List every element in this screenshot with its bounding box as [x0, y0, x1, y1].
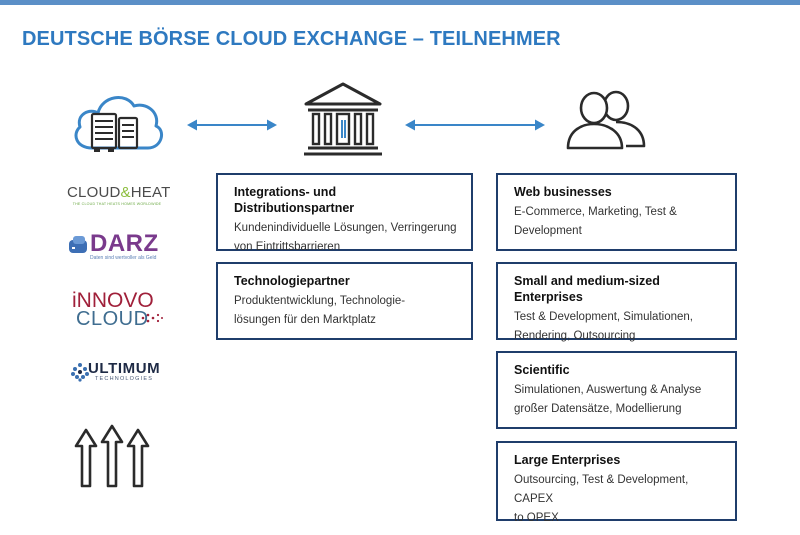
box-text-line: von Eintrittsbarrieren	[234, 241, 341, 253]
upward-arrows-icon	[74, 424, 150, 488]
cloudheat-logo: CLOUD&HEAT THE CLOUD THAT HEATS HOMES WO…	[67, 184, 170, 206]
ultimum-logo-name: ULTIMUM	[88, 360, 161, 377]
box-text-line: Kundenindividuelle Lösungen, Verringerun…	[234, 222, 457, 234]
page-title: DEUTSCHE BÖRSE CLOUD EXCHANGE – TEILNEHM…	[22, 28, 561, 50]
box-text-line: Simulationen, Auswertung & Analyse	[514, 384, 702, 396]
ultimum-logo-mark-icon	[71, 363, 89, 382]
sme-box: Small and medium-sized Enterprises Test …	[496, 262, 737, 342]
darz-logo-mark-icon	[69, 236, 87, 253]
innovo-cloud-logo: iNNOVO CLOUD	[70, 289, 170, 331]
double-headed-arrow-icon	[405, 119, 545, 131]
box-title: Web businesses	[514, 185, 612, 199]
box-text-line: lösungen für den Marktplatz	[234, 314, 376, 326]
darz-logo-tagline: Daten sind wertvoller als Geld	[90, 255, 157, 261]
cloudheat-logo-amp: &	[120, 184, 131, 201]
innovo-logo-line2: CLOUD	[76, 308, 149, 330]
web-businesses-box: Web businesses E-Commerce, Marketing, Te…	[496, 173, 737, 251]
large-enterprises-box: Large Enterprises Outsourcing, Test & De…	[496, 441, 737, 524]
cloudheat-logo-part2: HEAT	[130, 184, 171, 201]
innovo-logo-line1: iNNOVO	[72, 289, 154, 312]
darz-logo-name: DARZ	[90, 230, 159, 257]
scientific-box: Scientific Simulationen, Auswertung & An…	[496, 351, 737, 429]
box-title: Large Enterprises	[514, 453, 621, 467]
integration-partner-box: Integrations- und Distributionspartner K…	[216, 173, 473, 253]
ultimum-logo-tagline: TECHNOLOGIES	[95, 376, 154, 382]
double-headed-arrow-icon	[187, 119, 277, 131]
box-title: Scientific	[514, 363, 570, 377]
box-text-line: großer Datensätze, Modellierung	[514, 403, 682, 415]
bank-building-icon	[304, 82, 382, 156]
box-title: Technologiepartner	[234, 274, 350, 288]
darz-logo: DARZ Daten sind wertvoller als Geld	[68, 230, 168, 266]
top-accent-bar	[0, 0, 800, 5]
box-text-line: Outsourcing, Test & Development, CAPEX	[514, 474, 689, 505]
box-title: Small and medium-sized Enterprises	[514, 274, 660, 304]
cloudheat-logo-tagline: THE CLOUD THAT HEATS HOMES WORLDWIDE	[72, 202, 162, 206]
box-text-line: Produktentwicklung, Technologie-	[234, 295, 406, 307]
box-text-line: to OPEX	[514, 512, 559, 524]
box-text-line: Test & Development, Simulationen,	[514, 311, 693, 323]
box-title: Integrations- und Distributionspartner	[234, 185, 355, 215]
innovo-logo-dots-icon	[141, 313, 163, 323]
cloud-server-icon	[74, 96, 164, 152]
users-group-icon	[566, 90, 646, 150]
technology-partner-box: Technologiepartner Produktentwicklung, T…	[216, 262, 473, 340]
box-text-line: Development	[514, 225, 582, 237]
box-text-line: E-Commerce, Marketing, Test &	[514, 206, 677, 218]
ultimum-logo: ULTIMUM TECHNOLOGIES	[70, 360, 170, 386]
box-text-line: Rendering, Outsourcing	[514, 330, 636, 342]
cloudheat-logo-part1: CLOUD	[67, 184, 121, 201]
